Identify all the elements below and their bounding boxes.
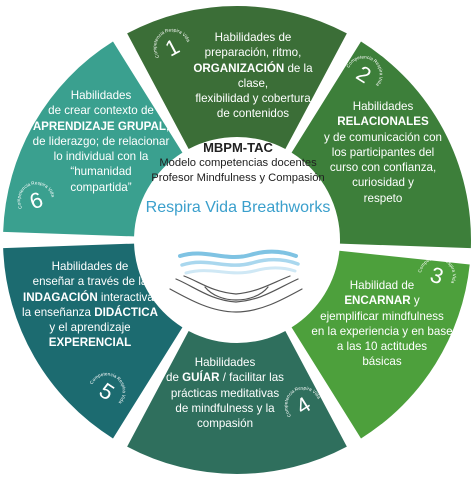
- segment-3: [291, 250, 470, 439]
- segment-1-line: ORGANIZACIÓN de la clase,: [193, 61, 313, 90]
- model-subtitle-2: Profesor Mindfulness y Compasión: [151, 171, 325, 184]
- wave-logo: [178, 249, 300, 275]
- segment-1: [127, 5, 347, 150]
- segment-2-line: curiosidad y: [352, 176, 414, 190]
- segment-4-line: compasión: [196, 417, 254, 431]
- segment-2-line: respeto: [363, 191, 403, 205]
- segment-1-line: flexibilidad y cobertura: [195, 92, 311, 106]
- segment-5-line: y el aprendizaje: [49, 321, 131, 335]
- model-subtitle-1: Modelo competencias docentes: [159, 157, 317, 169]
- segment-2-line: Habilidades: [352, 100, 414, 113]
- segment-3-line: en la experiencia y en base: [311, 324, 453, 338]
- segment-5: [3, 243, 183, 439]
- segment-4-line: prácticas meditativas: [170, 386, 280, 400]
- segment-4-line: Habilidades: [194, 356, 256, 369]
- segment-4-line: de mindfulness y la: [175, 401, 275, 415]
- segment-3-line: ejemplificar mindfulness: [320, 309, 444, 323]
- segment-1-text: Habilidades de preparación, ritmo,ORGANIZ…: [178, 30, 328, 122]
- segment-6-line: compartida”: [70, 180, 132, 194]
- segment-6-line: “humanidad: [70, 165, 132, 179]
- cupped-hands-icon: [169, 275, 303, 313]
- segment-3-line: ENCARNAR y: [344, 294, 420, 308]
- segment-2-line: RELACIONALES: [337, 115, 429, 129]
- segment-2-line: y de comunicación con: [324, 130, 442, 144]
- segment-6-line: APRENDIZAJE GRUPAL;: [32, 119, 170, 133]
- segment-5-line: la enseñanza DIDÁCTICA: [22, 305, 158, 319]
- segment-4-line: de GUÍAR / facilitar las: [166, 371, 284, 385]
- model-title: MBPM-TAC: [203, 140, 273, 155]
- segment-5-line: INDAGACIÓN interactiva,: [22, 290, 157, 304]
- segment-2: [291, 41, 471, 249]
- brand-name: Respira Vida Breathworks: [145, 199, 331, 216]
- segment-2-line: curso con confianza,: [329, 161, 437, 175]
- center-label: MBPM-TAC Modelo competencias docentes Pr…: [145, 140, 331, 217]
- segment-5-line: EXPERENCIAL: [48, 336, 132, 350]
- center-circle: [137, 140, 337, 340]
- segment-1-line: de contenidos: [216, 107, 290, 121]
- segment-6: [3, 41, 183, 237]
- segment-5-line: Habilidades de: [51, 260, 129, 273]
- segment-3-line: a las 10 actitudes: [336, 340, 428, 354]
- segment-6-line: de liderazgo; de relacionar: [32, 134, 170, 148]
- segment-6-line: de crear contexto de: [48, 104, 154, 118]
- segment-2-line: los participantes del: [331, 145, 435, 159]
- segment-5-line: enseñar a través de la: [32, 275, 148, 289]
- segment-3-line: Habilidad de: [349, 279, 415, 292]
- segment-6-line: lo individual con la: [53, 150, 149, 164]
- segment-4: [127, 330, 347, 475]
- segment-1-line: preparación, ritmo,: [204, 46, 302, 60]
- segment-3-line: básicas: [362, 355, 402, 369]
- segment-6-line: Habilidades: [70, 89, 132, 102]
- segment-1-line: Habilidades de: [214, 31, 292, 44]
